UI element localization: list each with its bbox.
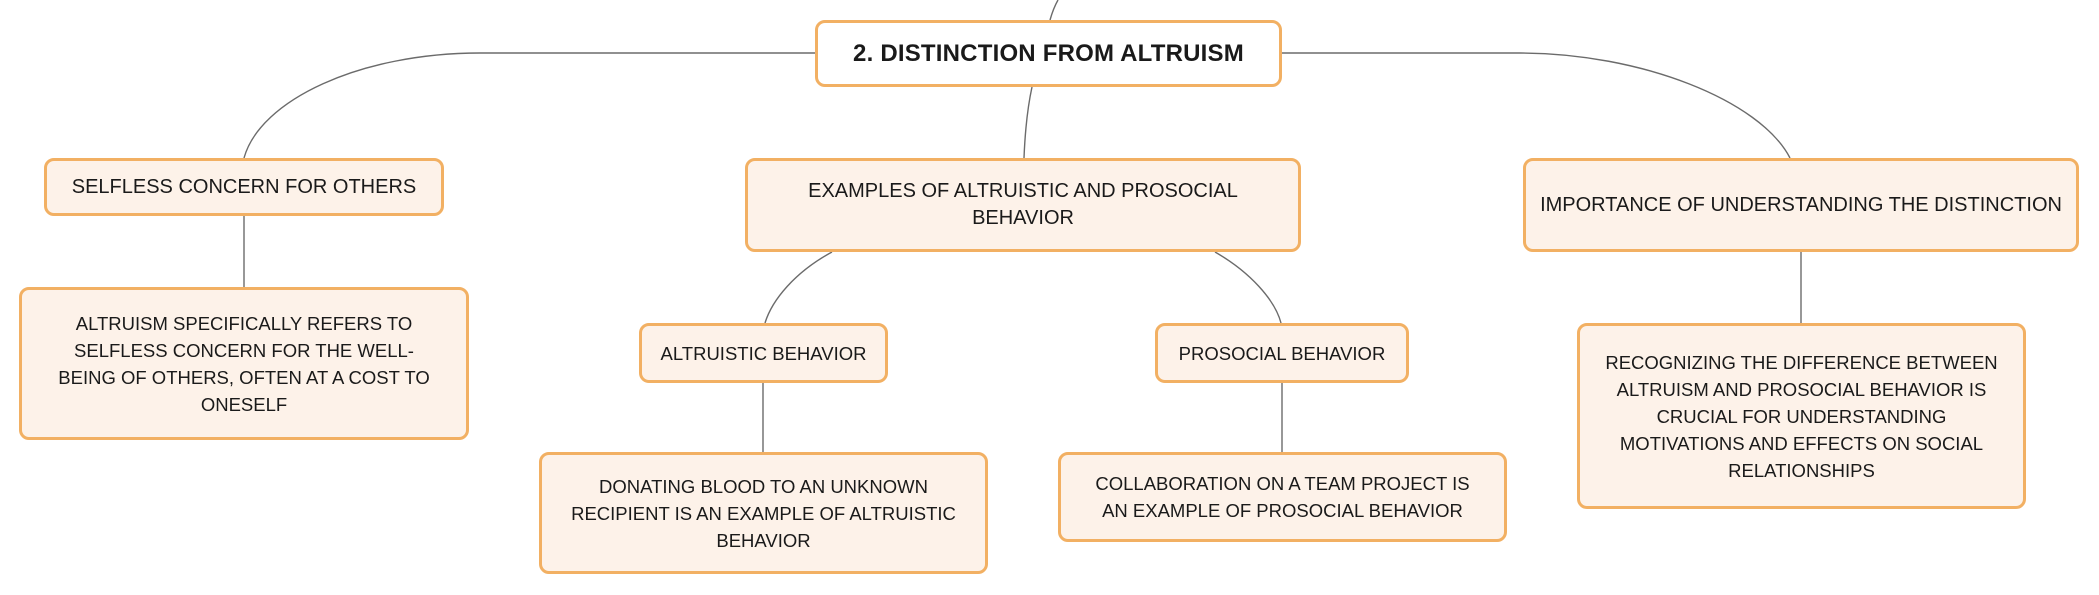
- detail-altruistic-behavior[interactable]: DONATING BLOOD TO AN UNKNOWN RECIPIENT I…: [539, 452, 988, 574]
- topic-altruistic-behavior-label: ALTRUISTIC BEHAVIOR: [660, 342, 867, 364]
- topic-importance[interactable]: IMPORTANCE OF UNDERSTANDING THE DISTINCT…: [1523, 158, 2079, 252]
- detail-selfless-concern-text: ALTRUISM SPECIFICALLY REFERS TO SELFLESS…: [58, 312, 430, 415]
- topic-importance-label: IMPORTANCE OF UNDERSTANDING THE DISTINCT…: [1540, 193, 2062, 216]
- topic-prosocial-behavior-label: PROSOCIAL BEHAVIOR: [1178, 342, 1386, 364]
- detail-prosocial-behavior-text: COLLABORATION ON A TEAM PROJECT IS AN EX…: [1095, 473, 1470, 521]
- connector-root-to-selfless: [243, 52, 815, 159]
- topic-prosocial-behavior[interactable]: PROSOCIAL BEHAVIOR: [1155, 323, 1409, 383]
- connector-examples-to-altruistic: [764, 251, 833, 324]
- topic-selfless-concern-label: SELFLESS CONCERN FOR OTHERS: [71, 175, 417, 198]
- detail-selfless-concern[interactable]: ALTRUISM SPECIFICALLY REFERS TO SELFLESS…: [19, 287, 469, 440]
- detail-importance-text: RECOGNIZING THE DIFFERENCE BETWEEN ALTRU…: [1605, 351, 1998, 481]
- topic-altruistic-behavior[interactable]: ALTRUISTIC BEHAVIOR: [639, 323, 888, 383]
- topic-examples-label: EXAMPLES OF ALTRUISTIC AND PROSOCIAL BEH…: [808, 180, 1238, 229]
- connector-examples-to-prosocial: [1214, 251, 1282, 324]
- detail-altruistic-behavior-text: DONATING BLOOD TO AN UNKNOWN RECIPIENT I…: [571, 475, 956, 551]
- connector-parent-to-root: [1049, 0, 1059, 21]
- topic-selfless-concern[interactable]: SELFLESS CONCERN FOR OTHERS: [44, 158, 444, 216]
- topic-examples[interactable]: EXAMPLES OF ALTRUISTIC AND PROSOCIAL BEH…: [745, 158, 1301, 252]
- connector-root-to-examples: [1023, 86, 1033, 159]
- detail-prosocial-behavior[interactable]: COLLABORATION ON A TEAM PROJECT IS AN EX…: [1058, 452, 1507, 542]
- root-topic-label: 2. DISTINCTION FROM ALTRUISM: [853, 40, 1244, 67]
- detail-importance[interactable]: RECOGNIZING THE DIFFERENCE BETWEEN ALTRU…: [1577, 323, 2026, 509]
- connector-root-to-importance: [1282, 52, 1791, 159]
- root-topic-node[interactable]: 2. DISTINCTION FROM ALTRUISM: [815, 20, 1282, 87]
